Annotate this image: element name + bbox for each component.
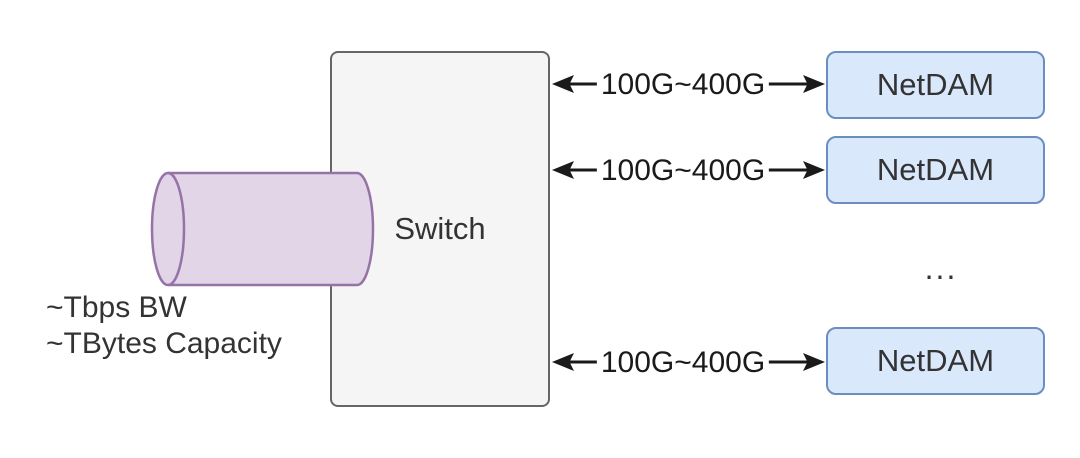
switch-label: Switch bbox=[394, 211, 486, 246]
netdam-label-2: NetDAM bbox=[876, 152, 995, 187]
memory-caption-line2: ~TBytes Capacity bbox=[46, 327, 282, 360]
link-label-2: 100G~400G bbox=[596, 154, 770, 188]
link-label-3: 100G~400G bbox=[596, 346, 770, 380]
more-nodes-ellipsis: ... bbox=[924, 250, 958, 286]
netdam-node-1: NetDAM bbox=[826, 51, 1045, 119]
netdam-node-2: NetDAM bbox=[826, 136, 1045, 204]
netdam-label-1: NetDAM bbox=[876, 67, 995, 102]
memory-caption: ~Tbps BW ~TBytes Capacity bbox=[46, 290, 282, 362]
switch-node: Switch bbox=[330, 51, 550, 407]
memory-caption-line1: ~Tbps BW bbox=[46, 291, 187, 324]
netdam-label-3: NetDAM bbox=[876, 343, 995, 378]
netdam-node-3: NetDAM bbox=[826, 327, 1045, 395]
link-label-1: 100G~400G bbox=[596, 68, 770, 102]
